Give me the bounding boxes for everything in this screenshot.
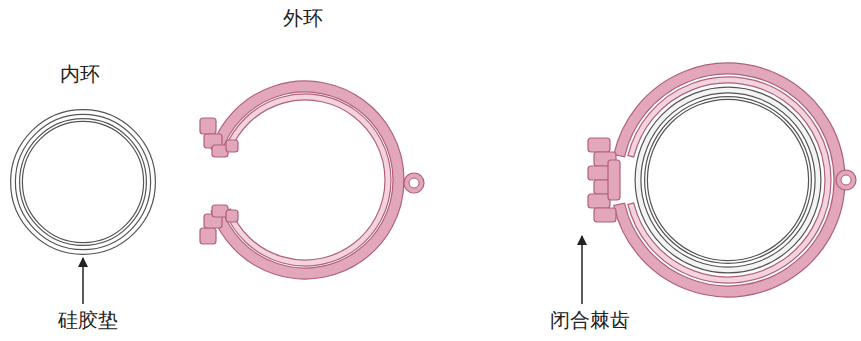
ratchet-latch — [608, 160, 620, 200]
inner-ring-outer-fill — [13, 112, 153, 252]
hinge — [404, 173, 424, 193]
part-label: 外环 — [283, 6, 323, 30]
hinge-pin — [409, 178, 419, 188]
part-label: 内环 — [60, 62, 100, 86]
ratchet-tooth — [226, 210, 238, 222]
ratchet-tooth — [594, 208, 616, 222]
callout-label: 硅胶垫 — [58, 308, 118, 332]
ratchet-tooth — [200, 118, 216, 134]
assembled-outer-track — [628, 77, 831, 283]
hinge-pin — [841, 175, 851, 185]
assembled-inner-ring — [638, 90, 818, 270]
leader-arrow — [82, 258, 84, 304]
inner-ring-outer — [13, 112, 153, 252]
outer-ring-track — [225, 94, 391, 266]
ratchet-tooth — [588, 166, 610, 180]
outer-ring-band — [211, 81, 404, 279]
ratchet-tooth — [588, 194, 610, 208]
assembled-outer-band — [614, 63, 845, 297]
outer-ring — [200, 81, 424, 279]
inner-ring-inner-fill — [21, 120, 145, 244]
assembled-silicone-pad-fill — [646, 98, 810, 262]
inner-ring — [13, 112, 153, 252]
callout-label: 闭合棘齿 — [550, 308, 630, 332]
leader-arrow — [581, 236, 583, 304]
ratchet-tooth — [200, 228, 216, 244]
hinge — [836, 170, 856, 190]
inner-ring-inner — [21, 120, 145, 244]
assembled-inner-ring-fill — [638, 90, 818, 270]
assembled-ring — [588, 63, 856, 297]
ratchet-tooth — [588, 138, 610, 152]
ratchet-tooth — [226, 140, 238, 152]
assembled-silicone-pad — [646, 98, 810, 262]
